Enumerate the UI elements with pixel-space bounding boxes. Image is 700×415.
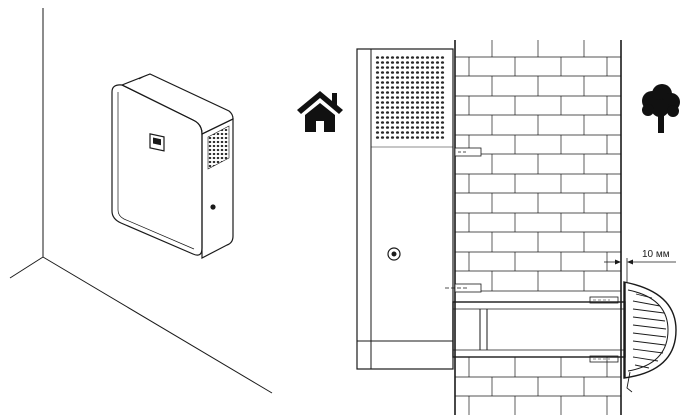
- tree-icon: [642, 84, 680, 133]
- gap-dimension: 10 мм: [604, 249, 676, 282]
- brick-wall: [455, 40, 621, 415]
- house-icon: [297, 91, 343, 132]
- dimension-label: 10 мм: [642, 249, 670, 260]
- room-corner: [9, 8, 273, 394]
- mounting-plugs: [445, 147, 482, 293]
- outdoor-hood: [623, 281, 677, 393]
- intake-grille: [375, 55, 445, 139]
- ventilation-unit-perspective: [111, 73, 234, 259]
- indoor-unit-section: [356, 48, 454, 370]
